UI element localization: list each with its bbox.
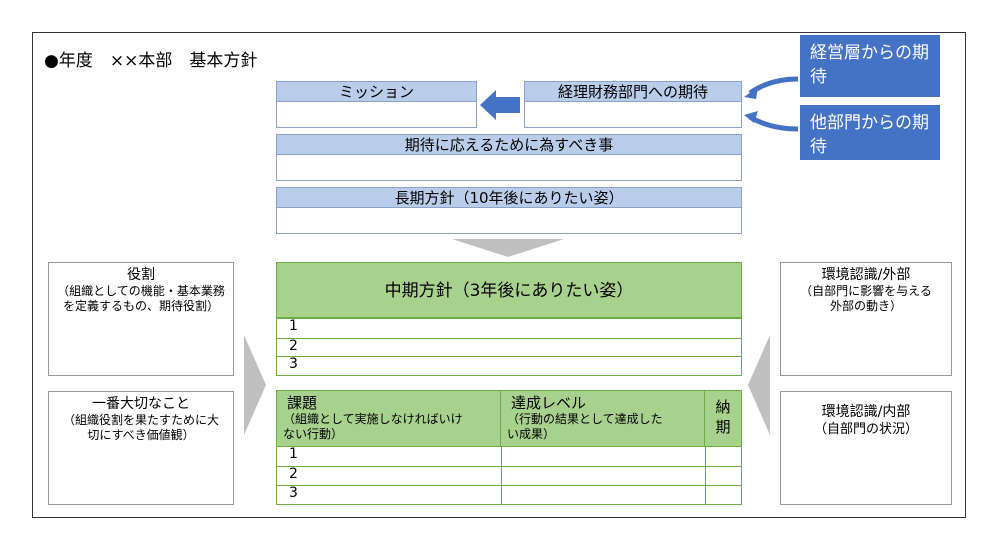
expectation-body xyxy=(524,102,742,128)
long-term-header: 長期方針（10年後にありたい姿） xyxy=(276,187,742,208)
role-box: 役割 （組織としての機能・基本業務を定義するもの、期待役割） xyxy=(48,262,234,376)
mid-term-row: 3 xyxy=(276,357,742,376)
issues-col-divider xyxy=(705,447,706,505)
left-chevron-arrow xyxy=(244,335,266,435)
mid-term-row: 2 xyxy=(276,339,742,357)
issues-col-divider xyxy=(501,447,502,505)
left-block-arrow xyxy=(480,90,520,120)
important-title: 一番大切なこと xyxy=(92,396,190,412)
issues-col3-header: 納期 xyxy=(705,390,742,447)
internal-env-subtitle: （自部門の状況） xyxy=(813,422,918,437)
right-chevron-arrow xyxy=(748,335,770,435)
external-env-subtitle: （自部門に影響を与える外部の動き） xyxy=(800,284,932,313)
issues-col2-header: 達成レベル （行動の結果として達成したい成果） xyxy=(501,390,705,447)
mission-header: ミッション xyxy=(276,81,477,102)
issues-row: 1 xyxy=(276,447,742,467)
role-subtitle: （組織としての機能・基本業務を定義するもの、期待役割） xyxy=(57,284,225,313)
todo-header: 期待に応えるために為すべき事 xyxy=(276,134,742,155)
other-dept-expectation-flag: 他部門からの期待 xyxy=(800,105,940,160)
issues-col2-subtitle: （行動の結果として達成したい成果） xyxy=(507,412,663,441)
page-title: ●年度 ××本部 基本方針 xyxy=(44,51,258,71)
role-title: 役割 xyxy=(127,267,155,283)
external-env-title: 環境認識/外部 xyxy=(821,267,911,283)
internal-env-title: 環境認識/内部 xyxy=(821,404,911,420)
external-env-box: 環境認識/外部 （自部門に影響を与える外部の動き） xyxy=(780,262,952,376)
issues-col2-title: 達成レベル xyxy=(511,394,587,412)
issues-row: 3 xyxy=(276,486,742,505)
mid-term-header: 中期方針（3年後にありたい姿） xyxy=(276,262,742,318)
issues-col1-header: 課題 （組織として実施しなければいけない行動） xyxy=(276,390,501,447)
expectation-header: 経理財務部門への期待 xyxy=(524,81,742,102)
long-term-body xyxy=(276,208,742,234)
mission-body xyxy=(276,102,477,128)
down-chevron-arrow xyxy=(452,239,564,257)
curved-arrow-management xyxy=(744,76,799,99)
issues-row: 2 xyxy=(276,467,742,486)
important-subtitle: （組織役割を果たすために大切にすべき価値観） xyxy=(62,413,219,442)
diagram-frame xyxy=(32,32,966,518)
internal-env-box: 環境認識/内部 （自部門の状況） xyxy=(780,391,952,505)
todo-body xyxy=(276,155,742,181)
curved-arrow-other-dept xyxy=(744,111,799,132)
issues-col1-subtitle: （組織として実施しなければいけない行動） xyxy=(283,412,463,441)
management-expectation-flag: 経営層からの期待 xyxy=(800,35,940,97)
issues-col1-title: 課題 xyxy=(287,394,318,412)
mid-term-row: 1 xyxy=(276,318,742,339)
important-box: 一番大切なこと （組織役割を果たすために大切にすべき価値観） xyxy=(48,391,234,505)
